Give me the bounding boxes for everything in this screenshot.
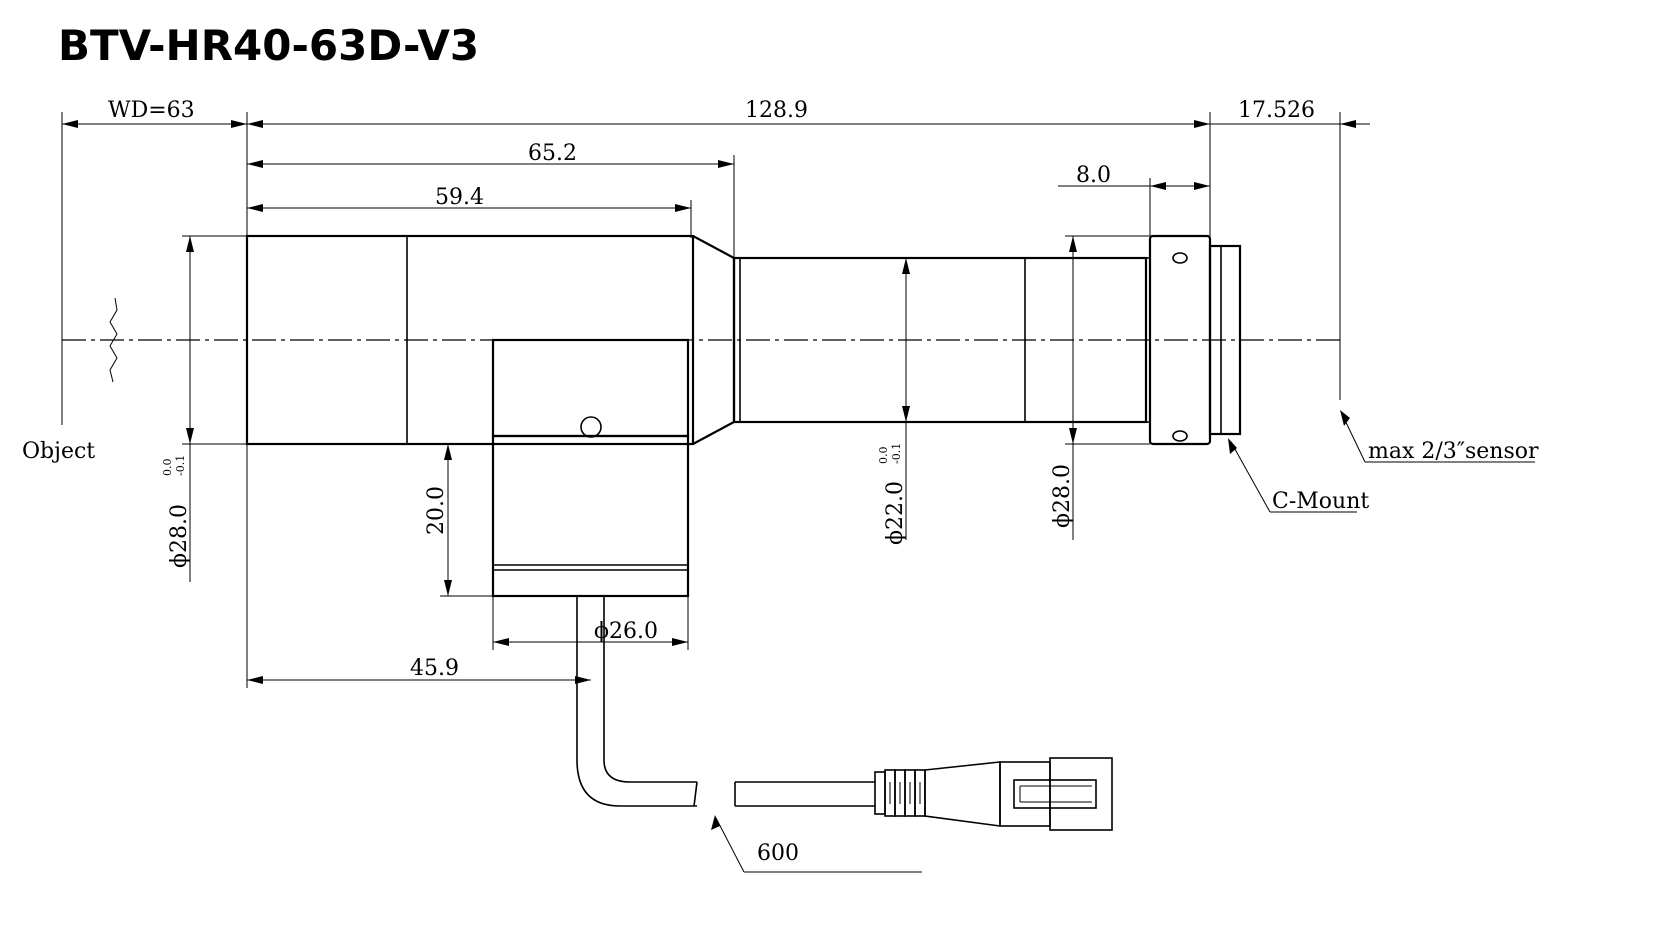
coaxial-light <box>491 338 690 598</box>
mount-leader: C-Mount <box>1228 438 1369 514</box>
top-dimension-line: WD=63 128.9 17.526 <box>61 98 1370 425</box>
connector <box>874 757 1113 831</box>
sensor-label: max 2/3″sensor <box>1368 439 1539 464</box>
back-focal-label: 17.526 <box>1238 98 1315 123</box>
object-label: Object <box>22 439 95 464</box>
dim-8-0: 8.0 <box>1058 163 1210 236</box>
mid-tol-upper: 0.0 <box>877 447 890 465</box>
len-59-label: 59.4 <box>435 185 484 210</box>
front-tol-lower: -0.1 <box>174 455 187 476</box>
dim-65-2: 65.2 <box>247 141 735 262</box>
rear-diameter-label: ϕ28.0 <box>1050 464 1075 528</box>
dim-59-4: 59.4 <box>247 185 692 238</box>
front-diameter-label: ϕ28.0 <box>167 504 192 568</box>
mid-diameter-label: ϕ22.0 <box>883 481 908 545</box>
light-height-label: 20.0 <box>424 486 449 535</box>
cable-length-leader: 600 <box>711 815 922 873</box>
dim-mid-diameter: ϕ22.0 0.0 -0.1 <box>877 258 910 545</box>
dim-phi-26: ϕ26.0 <box>492 596 689 650</box>
mount-len-label: 8.0 <box>1076 163 1111 188</box>
total-length-label: 128.9 <box>745 98 808 123</box>
mid-tol-lower: -0.1 <box>890 443 903 464</box>
wd-label: WD=63 <box>108 98 195 123</box>
dim-rear-diameter: ϕ28.0 <box>1050 235 1150 540</box>
cable-length-label: 600 <box>757 841 799 866</box>
lens-body <box>245 234 1242 446</box>
len-65-label: 65.2 <box>528 141 577 166</box>
front-tol-upper: 0.0 <box>161 459 174 477</box>
drawing-title: BTV-HR40-63D-V3 <box>58 21 479 70</box>
light-offset-label: 45.9 <box>410 656 459 681</box>
dim-front-diameter: ϕ28.0 0.0 -0.1 <box>161 235 247 582</box>
dim-20-0: 20.0 <box>424 443 493 597</box>
sensor-leader: max 2/3″sensor <box>1340 410 1539 464</box>
dim-45-9: 45.9 <box>246 444 591 688</box>
cable <box>576 596 875 807</box>
break-mark <box>109 297 118 383</box>
mount-label: C-Mount <box>1272 489 1369 514</box>
